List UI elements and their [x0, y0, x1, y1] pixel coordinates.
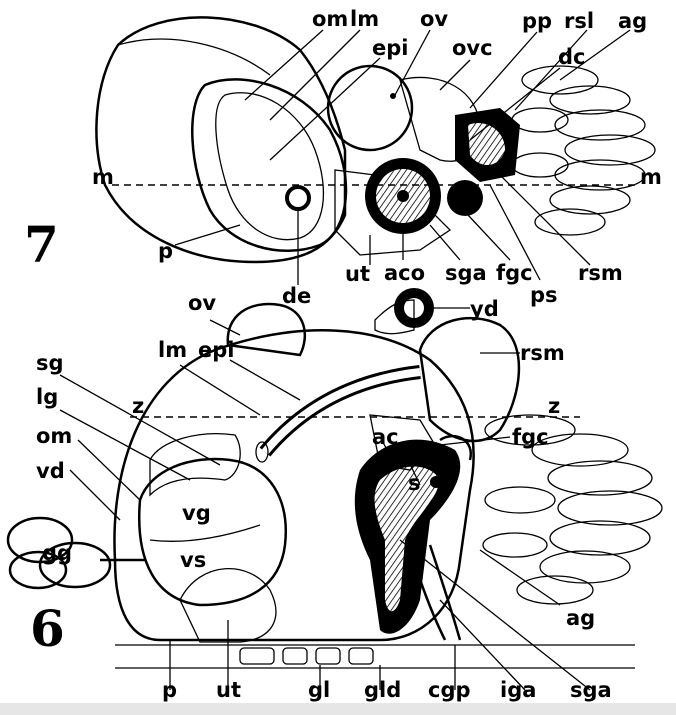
label-gg-6: gg — [42, 541, 72, 565]
label-ag-6: ag — [566, 606, 595, 630]
label-ut-6: ut — [216, 678, 241, 702]
figure-6-drawing — [6, 288, 663, 691]
figure-7-drawing — [95, 16, 656, 285]
gl-blocks — [239, 647, 374, 665]
label-ov-7: ov — [420, 7, 448, 31]
bottom-strip — [0, 703, 676, 715]
label-ag-7: ag — [618, 9, 647, 33]
label-aco-7: aco — [384, 261, 425, 285]
label-sga-7: sga — [445, 261, 487, 285]
label-sga-6: sga — [570, 678, 612, 702]
label-z-left: z — [132, 394, 144, 418]
shell-outline — [95, 16, 347, 264]
ag-lobes-6 — [482, 414, 663, 605]
label-epi-6: epi — [198, 338, 234, 362]
figure-7-labels: 7 om lm ov pp rsl ag epi ovc dc m m p de… — [24, 7, 662, 308]
figure-6-labels: 6 yd ov rsm lm epi sg lg z z ac fgc om s… — [30, 291, 612, 702]
label-s-6: s — [408, 471, 421, 495]
gg-lobes — [6, 516, 145, 590]
label-lm-7: lm — [350, 7, 379, 31]
label-ps-7: ps — [530, 283, 558, 307]
organ-interior — [191, 78, 348, 253]
label-ovc-7: ovc — [452, 36, 493, 60]
figure-7-number: 7 — [24, 215, 59, 274]
ov-sphere-7 — [326, 64, 414, 152]
label-dc-7: dc — [558, 45, 585, 69]
label-fgc-6: fgc — [512, 425, 549, 449]
label-rsm-6: rsm — [520, 341, 565, 365]
label-gl-6: gl — [308, 678, 330, 702]
label-ac-6: ac — [372, 425, 399, 449]
duct-opening-7 — [285, 185, 311, 211]
label-gld-6: gld — [364, 678, 401, 702]
label-rsl-7: rsl — [564, 9, 594, 33]
label-m-left: m — [92, 165, 114, 189]
label-lg-6: lg — [36, 385, 58, 409]
figure-6-number: 6 — [30, 599, 65, 658]
body-outline-6 — [113, 329, 475, 642]
label-iga-6: iga — [500, 678, 536, 702]
label-om-6: om — [36, 424, 72, 448]
ag-lobes-7 — [511, 65, 656, 236]
label-vs-6: vs — [180, 548, 206, 572]
label-ov-6: ov — [188, 291, 216, 315]
label-de-7: de — [282, 284, 311, 308]
label-ut-7: ut — [345, 262, 370, 286]
label-vd-6: vd — [36, 459, 65, 483]
label-pp-7: pp — [522, 9, 552, 33]
label-z-right: z — [548, 394, 560, 418]
label-cgp-6: cgp — [428, 678, 471, 702]
label-m-right: m — [640, 165, 662, 189]
label-yd-6: yd — [470, 297, 499, 321]
label-sg-6: sg — [36, 351, 64, 375]
label-vg-6: vg — [182, 501, 211, 525]
label-epi-7: epi — [372, 36, 408, 60]
label-rsm-7: rsm — [578, 261, 623, 285]
label-lm-6: lm — [158, 338, 187, 362]
label-p-7: p — [158, 239, 173, 263]
label-om-7: om — [312, 7, 348, 31]
label-fgc-7: fgc — [496, 261, 533, 285]
label-p-6: p — [162, 678, 177, 702]
